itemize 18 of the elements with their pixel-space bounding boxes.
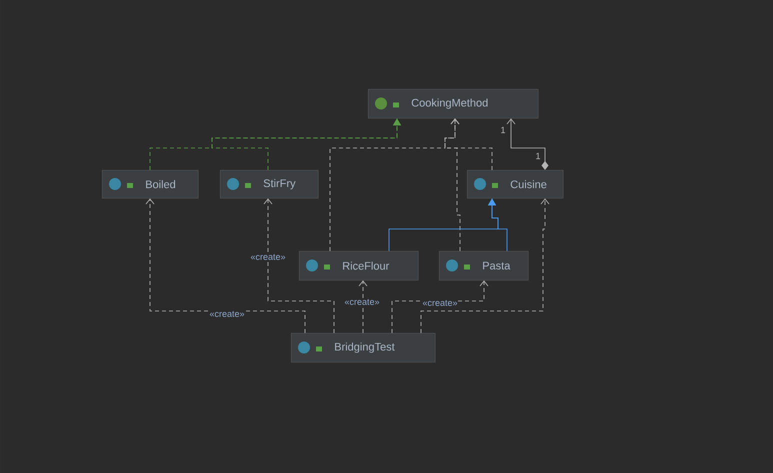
multiplicity-label: 1 [536,152,540,160]
edge-label: «create» [209,310,246,318]
class-box: CookingMethod [368,89,538,118]
arrow [146,198,306,334]
edge-label: «create» [344,298,380,306]
arrow [358,280,368,334]
arrow [264,198,334,334]
arrow [444,118,492,170]
arrow [420,198,550,334]
class-box: Cuisine [467,170,564,198]
class-box: Boiled [102,170,198,198]
class-box: BridgingTest [291,333,436,362]
edge-label: «create» [250,254,286,260]
class-box: Pasta [439,251,528,280]
arrow [506,118,548,170]
edge-label: «create» [422,300,458,306]
class-box: RiceFlour [299,251,418,280]
class-box: StirFry [220,170,318,198]
